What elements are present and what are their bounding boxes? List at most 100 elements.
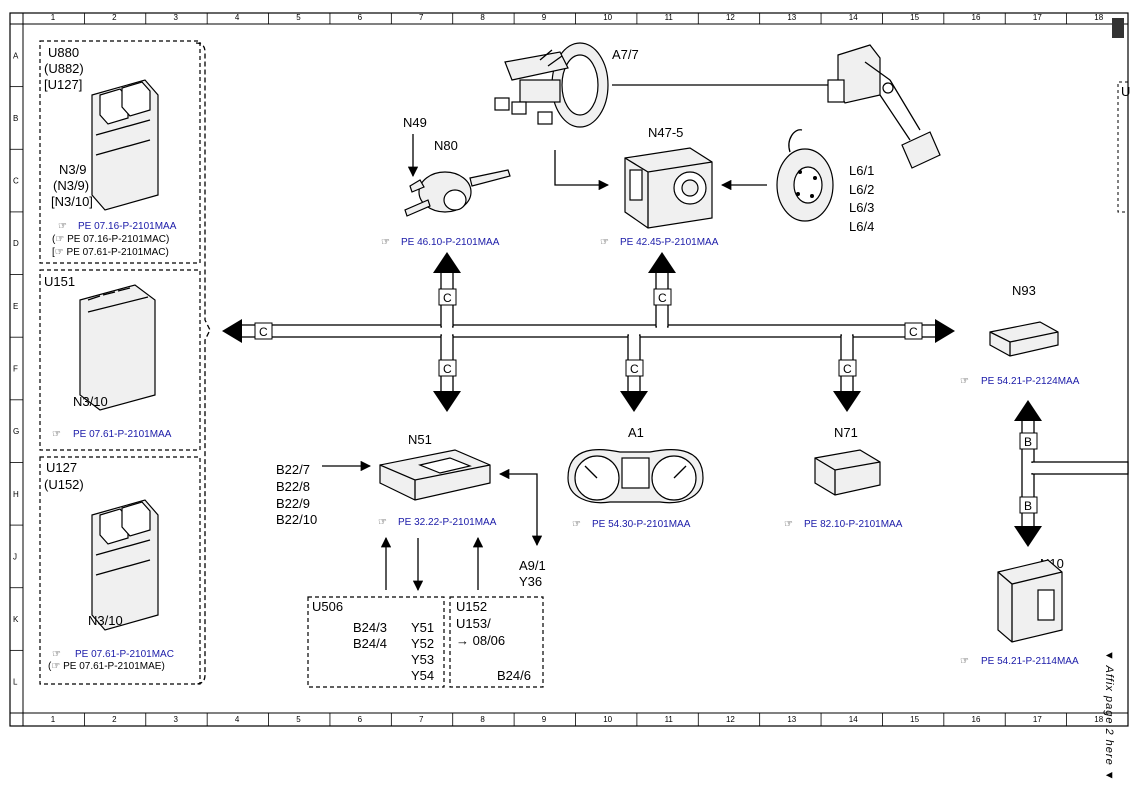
a1-ref[interactable]: PE 54.30-P-2101MAA: [592, 519, 691, 530]
column-marker: 10: [603, 715, 612, 724]
column-marker: 16: [972, 13, 981, 22]
n10-ref[interactable]: PE 54.21-P-2114MAA: [981, 656, 1079, 667]
n51-control-unit-icon: [379, 449, 491, 501]
bus-label-c: C: [838, 359, 857, 377]
column-marker: 10: [603, 13, 612, 22]
side-note: ▼ Affix page 2 here ▼: [1103, 650, 1115, 782]
column-marker: 16: [972, 715, 981, 724]
ref-pointer-icon: ☞: [960, 656, 969, 667]
u506-right-4: Y54: [411, 668, 434, 683]
instrument-cluster-icon: [567, 449, 704, 504]
bus-label-c: C: [904, 322, 923, 340]
column-marker: 8: [480, 715, 485, 724]
svg-text:C: C: [843, 362, 852, 376]
n71-label: N71: [834, 425, 858, 440]
column-marker: 5: [296, 13, 301, 22]
column-marker: 6: [358, 13, 363, 22]
n51-input-1: B22/7: [276, 462, 310, 477]
row-marker: K: [13, 615, 19, 624]
n80-ref[interactable]: PE 46.10-P-2101MAA: [401, 237, 500, 248]
column-marker: 17: [1033, 13, 1042, 22]
n71-ref[interactable]: PE 82.10-P-2101MAA: [804, 519, 903, 530]
n51-ref[interactable]: PE 32.22-P-2101MAA: [398, 517, 497, 528]
wheel-speed-sensor-icon: [776, 129, 834, 222]
ecu-module-icon: [91, 79, 159, 211]
u506-right-1: Y51: [411, 620, 434, 635]
box2-sub-1: N3/10: [73, 394, 108, 409]
can-b-bus: [1014, 400, 1129, 547]
column-marker: 7: [419, 13, 424, 22]
n475-ref[interactable]: PE 42.45-P-2101MAA: [620, 237, 719, 248]
row-marker: G: [13, 427, 19, 436]
n93-label: N93: [1012, 283, 1036, 298]
ref-pointer-icon: ☞: [960, 376, 969, 387]
esp-hydraulic-unit-icon: [624, 147, 713, 229]
column-marker: 6: [358, 715, 363, 724]
svg-text:C: C: [630, 362, 639, 376]
column-marker: 8: [480, 13, 485, 22]
bus-label-c: C: [625, 359, 644, 377]
svg-text:C: C: [443, 362, 452, 376]
bus-label-c: C: [254, 322, 273, 340]
box3-sub-1: N3/10: [88, 613, 123, 628]
column-marker: 15: [910, 13, 919, 22]
box1-sub-3: [N3/10]: [51, 194, 93, 209]
box2-ref-1[interactable]: PE 07.61-P-2101MAA: [73, 429, 172, 440]
column-marker: 18: [1094, 13, 1103, 22]
bus-label-b: B: [1019, 496, 1038, 514]
u506-right-2: Y52: [411, 636, 434, 651]
ref-pointer-icon: ☞: [600, 237, 609, 248]
column-marker: 11: [665, 13, 674, 22]
l6-label-3: L6/3: [849, 200, 874, 215]
can-c-bus: [222, 252, 955, 412]
n49-label: N49: [403, 115, 427, 130]
box1-ref-3[interactable]: [☞ PE 07.61-P-2101MAC): [52, 247, 169, 258]
column-marker: 2: [112, 715, 117, 724]
ref-pointer-icon: ☞: [381, 237, 390, 248]
ecu-box-1: [39, 40, 201, 264]
column-marker: 9: [542, 13, 547, 22]
right-edge-label: U: [1121, 84, 1130, 99]
column-marker: 3: [173, 715, 178, 724]
a77-label: A7/7: [612, 47, 639, 62]
l6-label-1: L6/1: [849, 163, 874, 178]
row-marker: B: [13, 114, 18, 123]
bus-label-b: B: [1019, 432, 1038, 450]
box1-label-2: (U882): [44, 61, 84, 76]
box1-sub-1: N3/9: [59, 162, 86, 177]
row-marker: H: [13, 490, 19, 499]
steering-column-module-icon: [404, 169, 511, 217]
ref-pointer-icon: ☞: [784, 519, 793, 530]
right-edge-box: [1117, 81, 1128, 213]
box3-ref-1[interactable]: PE 07.61-P-2101MAC: [75, 649, 174, 660]
n93-module-icon: [989, 321, 1059, 357]
column-marker: 9: [542, 715, 547, 724]
ecu-module-icon: [79, 284, 156, 411]
left-group-bracket: [195, 42, 211, 685]
svg-text:C: C: [443, 291, 452, 305]
u506-label: U506: [312, 599, 343, 614]
column-marker: 14: [849, 13, 858, 22]
column-marker: 12: [726, 715, 735, 724]
column-marker: 1: [51, 13, 56, 22]
box1-ref-1[interactable]: PE 07.16-P-2101MAA: [78, 221, 177, 232]
n93-ref[interactable]: PE 54.21-P-2124MAA: [981, 376, 1080, 387]
bus-label-c: C: [653, 288, 672, 306]
grid-labels: 1122334455667788991010111112121313141415…: [13, 13, 1104, 724]
grid-ticks: [10, 13, 1068, 726]
svg-text:B: B: [1024, 435, 1032, 449]
column-marker: 2: [112, 13, 117, 22]
u506-right-3: Y53: [411, 652, 434, 667]
u152-label-1: U152: [456, 599, 487, 614]
box3-ref-2[interactable]: (☞ PE 07.61-P-2101MAE): [48, 661, 165, 672]
n80-label: N80: [434, 138, 458, 153]
page-marker-icon: [1112, 18, 1124, 38]
column-marker: 13: [787, 715, 796, 724]
ecu-module-icon: [91, 499, 159, 631]
row-marker: F: [13, 365, 18, 374]
box1-ref-2[interactable]: (☞ PE 07.16-P-2101MAC): [52, 234, 169, 245]
diagram-frame: [9, 12, 1129, 727]
column-marker: 11: [665, 715, 674, 724]
n475-label: N47-5: [648, 125, 683, 140]
